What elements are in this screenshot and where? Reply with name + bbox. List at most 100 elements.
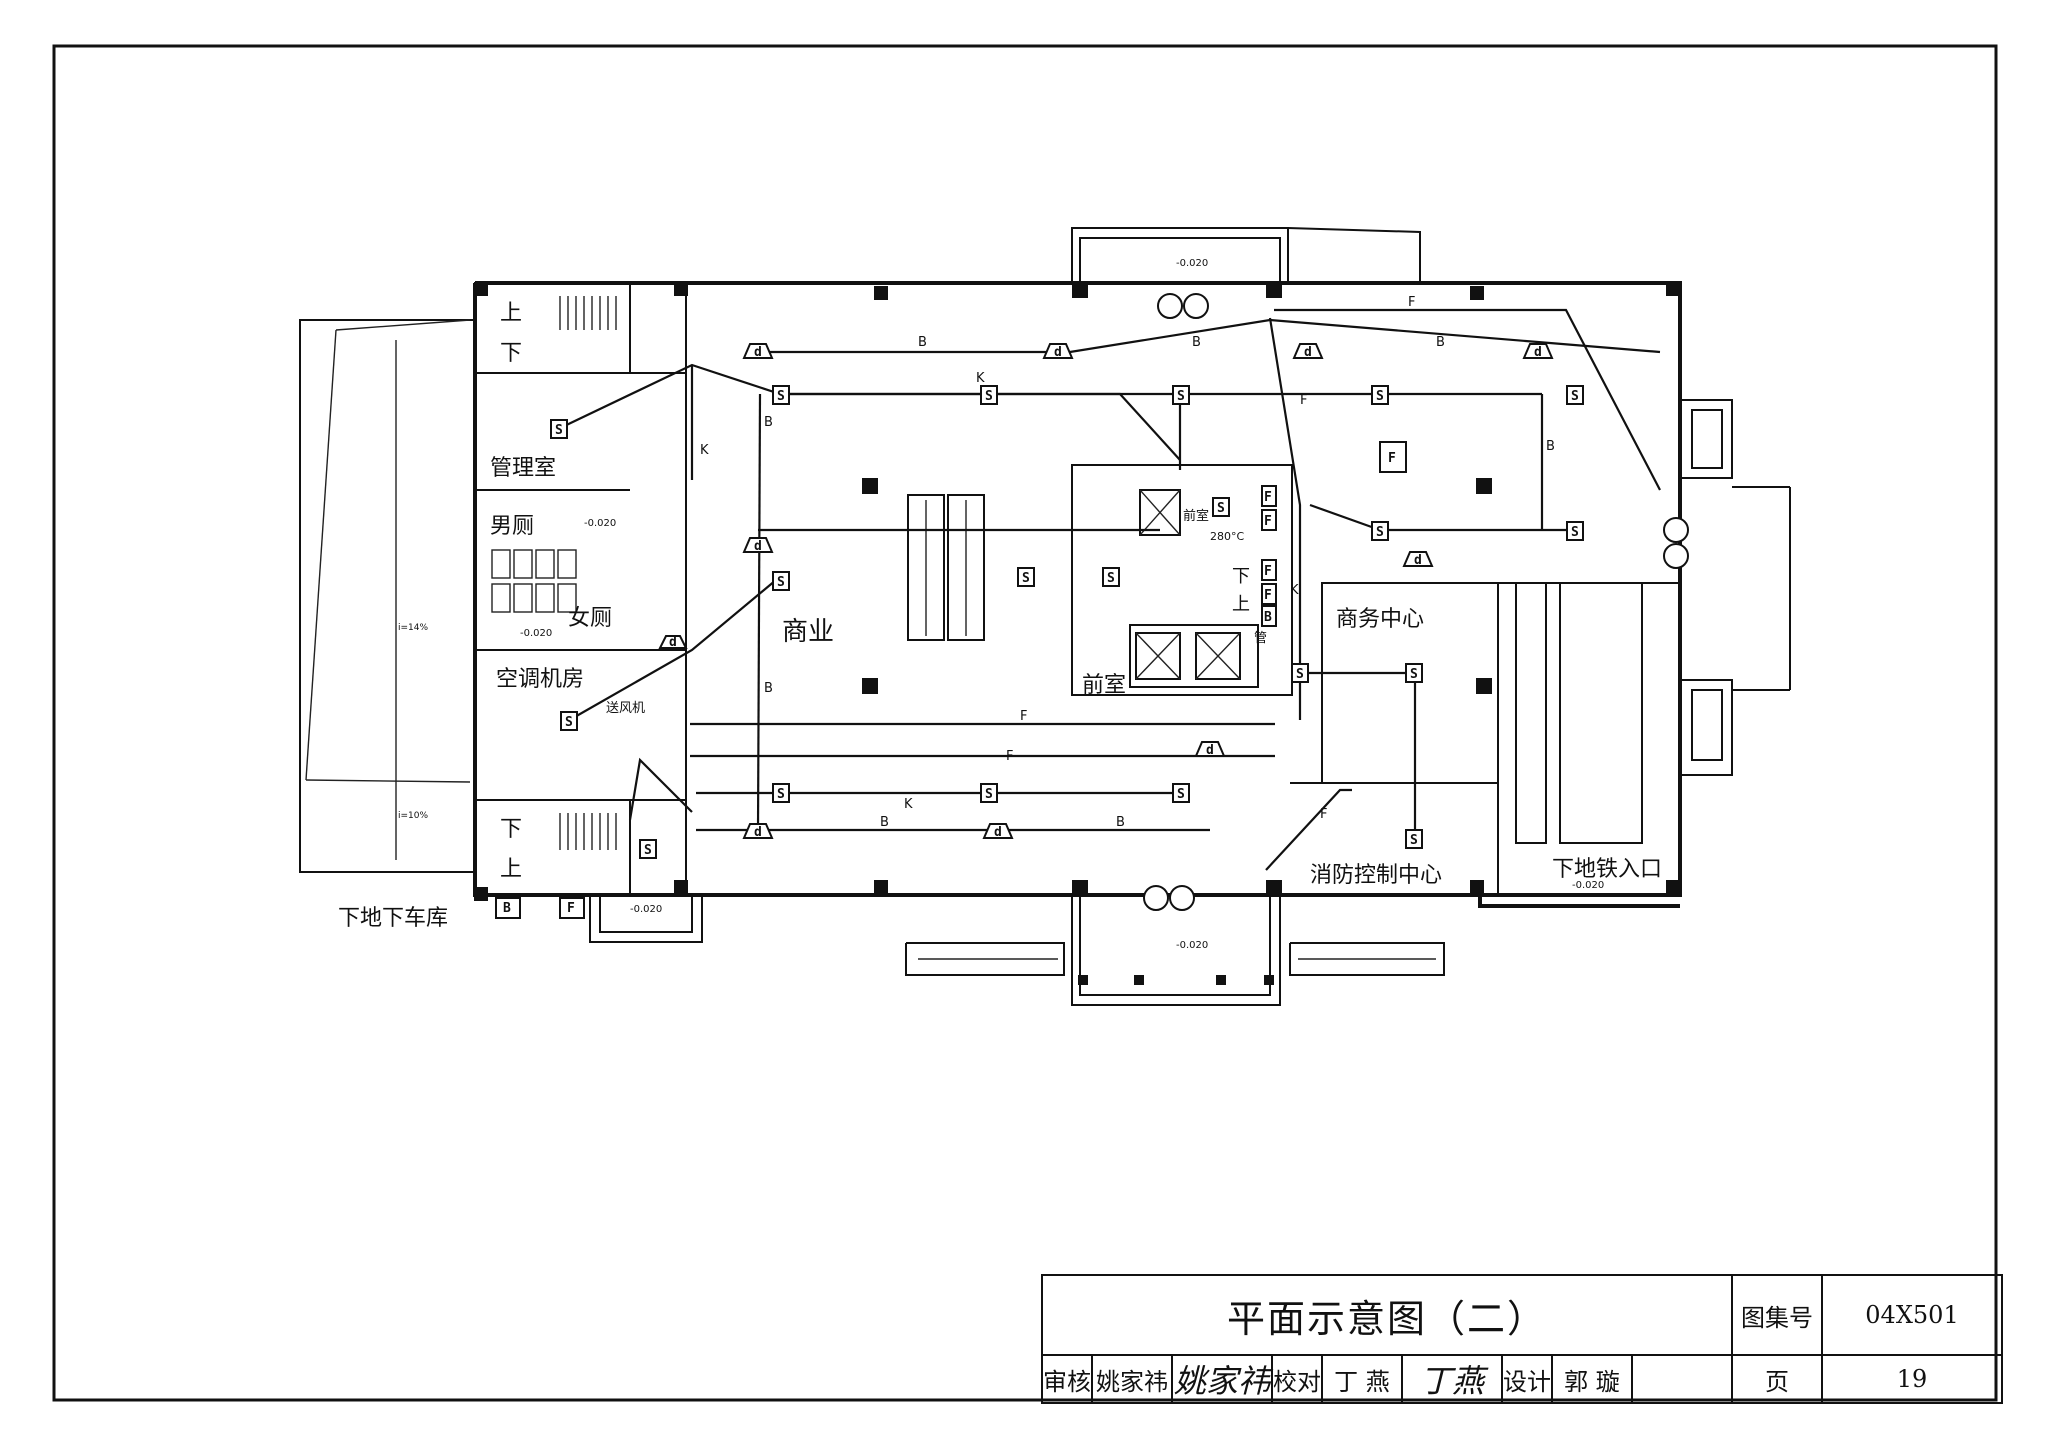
- svg-text:S: S: [565, 715, 573, 730]
- svg-text:d: d: [669, 635, 677, 650]
- elevation-subway: -0.020: [1572, 880, 1604, 891]
- smoke-detector: S: [639, 839, 657, 859]
- svg-text:F: F: [1264, 490, 1272, 505]
- smoke-detector: S: [772, 783, 790, 803]
- fire-panel: F: [1261, 509, 1277, 531]
- design-name: 郭 璇: [1553, 1356, 1633, 1404]
- svg-text:B: B: [503, 901, 511, 916]
- svg-text:S: S: [1177, 389, 1185, 404]
- smoke-detector: S: [1371, 385, 1389, 405]
- smoke-detectors: S S S S S S S S S S S S S S S S S S S S: [550, 385, 1584, 859]
- revolving-doors: [1143, 293, 1689, 911]
- design-label: 设计: [1503, 1356, 1553, 1404]
- svg-text:d: d: [1206, 743, 1214, 758]
- anteroom-bottom-label: 前室: [1082, 673, 1126, 698]
- stair-down-top-label: 下: [500, 341, 522, 366]
- elevation-toilet: -0.020: [584, 518, 616, 529]
- fire-alarm-wiring: [555, 308, 1661, 871]
- svg-text:S: S: [1410, 667, 1418, 682]
- elevation-top-entry: -0.020: [1176, 258, 1208, 269]
- svg-text:S: S: [555, 423, 563, 438]
- elevation-marks: -0.020 -0.020 -0.020 -0.020 -0.020 -0.02…: [520, 258, 1604, 951]
- svg-text:F: F: [1264, 514, 1272, 529]
- cable-label-b3: B: [1436, 335, 1445, 350]
- manual-alarm: d: [982, 823, 1014, 840]
- elevation-womens: -0.020: [520, 628, 552, 639]
- fire-panel: F: [1261, 485, 1277, 507]
- svg-text:S: S: [1571, 389, 1579, 404]
- ac-room-label: 空调机房: [496, 667, 584, 692]
- manual-alarm: d: [1194, 741, 1226, 758]
- svg-text:d: d: [1054, 345, 1062, 360]
- atlas-number: 04X501: [1823, 1276, 2003, 1356]
- cable-label-k1: K: [976, 371, 985, 386]
- page-label: 页: [1733, 1356, 1823, 1404]
- review-signature: 姚家祎: [1173, 1356, 1273, 1404]
- svg-text:d: d: [1304, 345, 1312, 360]
- smoke-detector: S: [1291, 663, 1309, 683]
- smoke-detector: S: [1212, 497, 1230, 517]
- svg-text:S: S: [1296, 667, 1304, 682]
- fire-panel: F: [1261, 559, 1277, 581]
- management-room-label: 管理室: [490, 456, 556, 481]
- anteroom-top-label: 前室: [1183, 508, 1209, 524]
- svg-text:F: F: [567, 901, 575, 916]
- manual-alarm: d: [742, 823, 774, 840]
- cable-label-b6: B: [764, 681, 773, 696]
- svg-text:S: S: [1022, 571, 1030, 586]
- smoke-detector: S: [772, 385, 790, 405]
- svg-text:S: S: [985, 787, 993, 802]
- cable-label-b8: B: [1116, 815, 1125, 830]
- svg-text:S: S: [777, 389, 785, 404]
- atlas-label: 图集号: [1733, 1276, 1823, 1356]
- smoke-detector: S: [1172, 385, 1190, 405]
- svg-text:d: d: [754, 825, 762, 840]
- smoke-detector: S: [1371, 521, 1389, 541]
- supply-fan-label: 送风机: [606, 701, 645, 716]
- core-panels: F F F F B F F B: [495, 441, 1407, 919]
- smoke-detector: S: [1172, 783, 1190, 803]
- damper-temp-label: 280°C: [1210, 530, 1244, 543]
- commercial-area-label: 商业: [782, 617, 834, 647]
- fire-panel: F: [1379, 441, 1407, 473]
- cable-label-b4: B: [764, 415, 773, 430]
- smoke-detector: S: [1566, 385, 1584, 405]
- smoke-detector: S: [772, 571, 790, 591]
- svg-text:S: S: [1177, 787, 1185, 802]
- smoke-detector: S: [1405, 829, 1423, 849]
- svg-text:B: B: [1264, 610, 1272, 625]
- manual-alarm-buttons: d d d d d d d d d d: [658, 343, 1554, 840]
- smoke-detector: S: [980, 385, 998, 405]
- business-center-label: 商务中心: [1336, 607, 1424, 632]
- manual-alarm: d: [742, 537, 774, 554]
- ramp-slope-upper: i=14%: [398, 623, 428, 633]
- drawing-title: 平面示意图（二）: [1043, 1276, 1733, 1356]
- east-rooms: 商务中心 消防控制中心 下地铁入口 商业: [782, 582, 1681, 896]
- manual-alarm: d: [742, 343, 774, 360]
- svg-text:S: S: [777, 575, 785, 590]
- manual-alarm: d: [1292, 343, 1324, 360]
- check-name: 丁 燕: [1323, 1356, 1403, 1404]
- cable-label-b7: B: [880, 815, 889, 830]
- smoke-detector: S: [550, 419, 568, 439]
- central-core: 前室 280°C 前室 下 上 管: [907, 464, 1293, 698]
- elevation-bottom-entry: -0.020: [1176, 940, 1208, 951]
- mens-toilet-label: 男厕: [490, 514, 534, 539]
- subway-entrance-label: 下地铁入口: [1552, 857, 1662, 882]
- fire-panel: F: [1261, 583, 1277, 605]
- manual-alarm: d: [1042, 343, 1074, 360]
- svg-text:S: S: [985, 389, 993, 404]
- elevation-stair-bottom: -0.020: [630, 904, 662, 915]
- cable-label-b1: B: [918, 335, 927, 350]
- manual-alarm: d: [1522, 343, 1554, 360]
- svg-text:S: S: [1571, 525, 1579, 540]
- core-up-label: 上: [1232, 594, 1250, 615]
- core-mgmt-label: 管: [1254, 631, 1267, 646]
- svg-text:S: S: [1107, 571, 1115, 586]
- core-down-label: 下: [1232, 566, 1250, 587]
- smoke-detector: S: [980, 783, 998, 803]
- svg-text:S: S: [644, 843, 652, 858]
- cable-type-labels: B B B K F F B B B K F F K B B F K: [700, 295, 1555, 830]
- fire-control-center-label: 消防控制中心: [1310, 863, 1442, 888]
